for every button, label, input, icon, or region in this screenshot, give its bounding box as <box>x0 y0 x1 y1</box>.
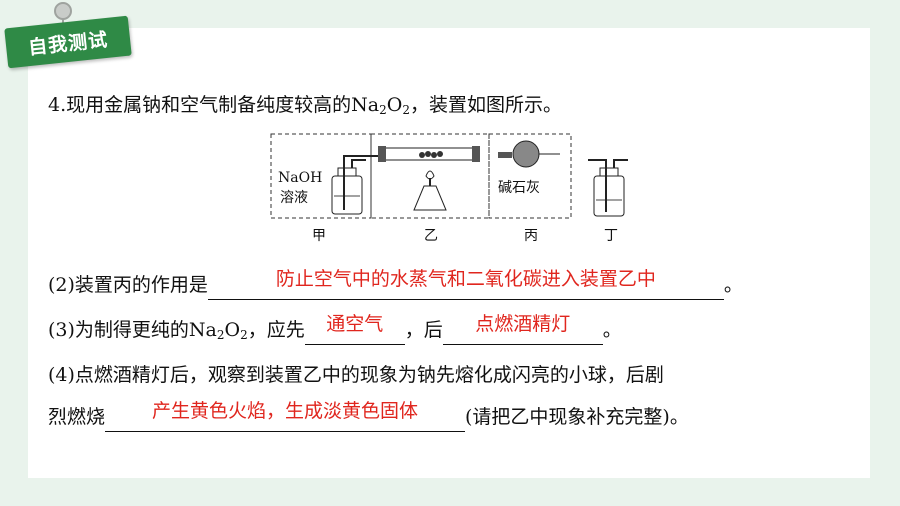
box-yi <box>370 133 490 219</box>
reagent-soda-lime: 碱石灰 <box>498 180 540 196</box>
flame <box>425 170 435 180</box>
label-ding: 丁 <box>604 228 618 244</box>
answer-blank-4: 产生黄色火焰，生成淡黄色固体 <box>105 400 466 432</box>
soda-lime-ball <box>512 140 540 168</box>
label-yi: 乙 <box>424 228 438 244</box>
box-bing <box>488 133 572 219</box>
question-2: (2)装置丙的作用是防止空气中的水蒸气和二氧化碳进入装置乙中。 <box>48 268 743 300</box>
pin-icon <box>54 2 72 20</box>
apparatus-diagram: NaOH 溶液 碱石灰 甲 乙 丙 丁 <box>270 133 628 244</box>
answer-3b: 点燃酒精灯 <box>475 313 571 335</box>
label-bing: 丙 <box>524 228 538 244</box>
answer-2: 防止空气中的水蒸气和二氧化碳进入装置乙中 <box>275 268 656 290</box>
question-3: (3)为制得更纯的Na2O2，应先通空气，后点燃酒精灯。 <box>48 313 622 350</box>
answer-blank-3a: 通空气 <box>304 313 405 345</box>
answer-blank-2: 防止空气中的水蒸气和二氧化碳进入装置乙中 <box>207 268 724 300</box>
content-card <box>28 28 870 478</box>
wash-bottle-ding <box>593 175 625 217</box>
alcohol-lamp <box>413 185 447 211</box>
reagent-solution: 溶液 <box>280 190 308 206</box>
box-jia <box>270 133 372 219</box>
question-stem: 4.现用金属钠和空气制备纯度较高的Na2O2，装置如图所示。 <box>48 94 562 117</box>
answer-3a: 通空气 <box>326 313 384 335</box>
label-jia: 甲 <box>312 228 326 244</box>
answer-4: 产生黄色火焰，生成淡黄色固体 <box>152 400 419 422</box>
reagent-naoh: NaOH <box>278 170 322 186</box>
question-4-line1: (4)点燃酒精灯后，观察到装置乙中的现象为钠先熔化成闪亮的小球，后剧 <box>48 364 664 386</box>
question-4-line2: 烈燃烧产生黄色火焰，生成淡黄色固体(请把乙中现象补充完整)。 <box>48 400 689 432</box>
answer-blank-3b: 点燃酒精灯 <box>442 313 603 345</box>
wash-bottle-jia <box>331 175 363 215</box>
